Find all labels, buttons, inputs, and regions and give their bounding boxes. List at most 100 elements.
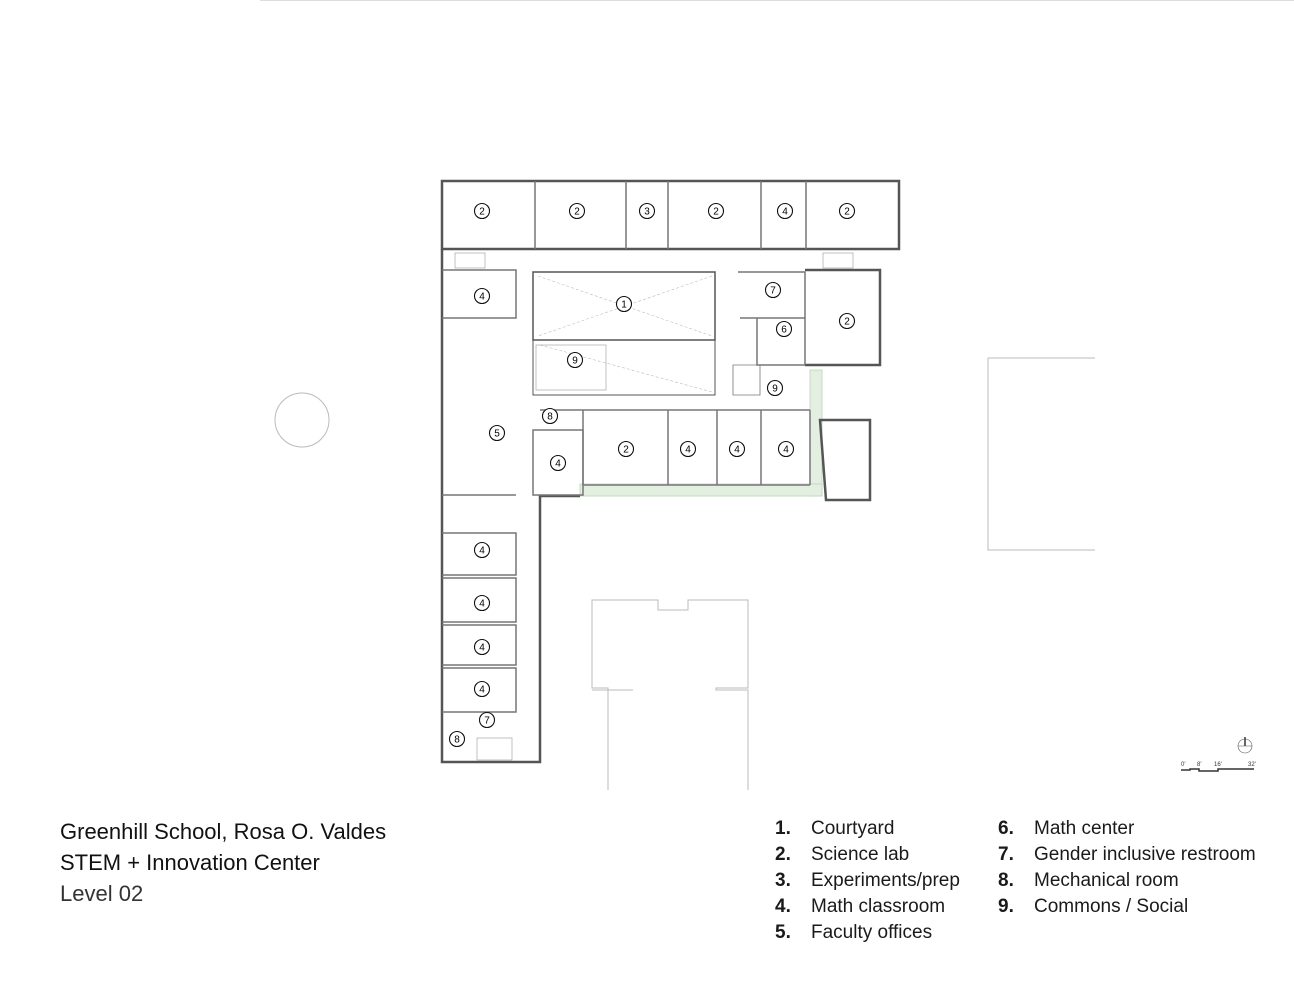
room-marker-number: 3 xyxy=(644,207,650,218)
room-marker-number: 4 xyxy=(685,445,691,456)
room-marker-circle xyxy=(488,424,506,442)
legend-number: 3. xyxy=(775,870,791,891)
legend-number: 6. xyxy=(998,818,1014,839)
room-marker-number: 2 xyxy=(479,207,485,218)
room-marker: 2 xyxy=(617,440,635,458)
neighbor-east-building xyxy=(987,357,1095,551)
scale-label: 8' xyxy=(1197,762,1201,768)
title-line-2: STEM + Innovation Center xyxy=(60,850,320,875)
legend-number: 1. xyxy=(775,818,791,839)
legend-label: Mechanical room xyxy=(1034,870,1179,891)
room-marker-number: 4 xyxy=(479,599,485,610)
stairs xyxy=(454,252,854,761)
room-marker-circle xyxy=(728,440,746,458)
room-marker-number: 2 xyxy=(623,445,629,456)
legend-column-1: 1.Courtyard 2. Science lab 3.Experiments/… xyxy=(775,816,960,946)
room-marker: 2 xyxy=(707,202,725,220)
room-markers: 2 2 3 2 4 2 4 1 7 6 2 9 9 8 5 2 4 4 4 4 4 4 4 4 7 8 xyxy=(448,202,856,748)
title-line-1: Greenhill School, Rosa O. Valdes xyxy=(60,819,387,844)
room-marker-circle xyxy=(838,312,856,330)
room-marker-number: 2 xyxy=(844,317,850,328)
room-marker: 9 xyxy=(566,351,584,369)
room-marker: 4 xyxy=(777,440,795,458)
legend-label: Commons / Social xyxy=(1034,896,1189,917)
room-marker: 5 xyxy=(488,424,506,442)
legend-label: Math center xyxy=(1034,818,1135,839)
room-marker-circle xyxy=(473,680,491,698)
room-marker-circle xyxy=(473,287,491,305)
legend-number: 8. xyxy=(998,870,1014,891)
room-marker: 4 xyxy=(473,680,491,698)
room-marker-circle xyxy=(707,202,725,220)
scale-label: 16' xyxy=(1214,762,1222,768)
room-marker-circle xyxy=(617,440,635,458)
legend-number: 2. xyxy=(775,844,791,865)
legend-item: 1.Courtyard xyxy=(775,816,960,842)
room-marker-number: 6 xyxy=(781,325,787,336)
room-marker-number: 4 xyxy=(783,445,789,456)
room-marker-number: 4 xyxy=(734,445,740,456)
legend-item: 5.Faculty offices xyxy=(775,920,960,946)
room-marker-circle xyxy=(566,351,584,369)
room-marker: 2 xyxy=(838,202,856,220)
legend-item: 4.Math classroom xyxy=(775,894,960,920)
interior-walls xyxy=(442,181,811,713)
legend-label: Math classroom xyxy=(811,896,946,917)
room-marker-circle xyxy=(776,202,794,220)
room-marker-circle xyxy=(764,281,782,299)
scale-bar: 0' 8' 16' 32' xyxy=(1181,762,1256,772)
room-marker-number: 4 xyxy=(479,546,485,557)
room-marker: 1 xyxy=(615,295,633,313)
room-marker-number: 2 xyxy=(574,207,580,218)
room-marker-circle xyxy=(473,638,491,656)
room-marker-number: 2 xyxy=(844,207,850,218)
room-marker-circle xyxy=(473,541,491,559)
room-marker-number: 7 xyxy=(770,286,776,297)
room-marker: 8 xyxy=(541,407,559,425)
room-marker: 8 xyxy=(448,730,466,748)
legend-item: 2. Science lab xyxy=(775,842,960,868)
neighbor-south-building xyxy=(591,599,749,790)
legend-label: Faculty offices xyxy=(811,922,933,943)
room-marker-number: 2 xyxy=(713,207,719,218)
room-marker: 4 xyxy=(473,594,491,612)
courtyard-diagonals xyxy=(537,275,713,393)
room-marker-number: 4 xyxy=(555,459,561,470)
room-marker-circle xyxy=(473,202,491,220)
landscape-strip xyxy=(579,369,823,497)
room-marker: 4 xyxy=(473,638,491,656)
room-marker-number: 4 xyxy=(782,207,788,218)
room-marker: 7 xyxy=(764,281,782,299)
room-marker-number: 4 xyxy=(479,292,485,303)
building-walls xyxy=(440,179,901,764)
room-marker: 2 xyxy=(568,202,586,220)
room-marker-number: 7 xyxy=(484,716,490,727)
legend-number: 7. xyxy=(998,844,1014,865)
room-marker: 3 xyxy=(638,202,656,220)
room-marker: 4 xyxy=(679,440,697,458)
room-marker: 2 xyxy=(473,202,491,220)
legend-item: 3.Experiments/prep xyxy=(775,868,960,894)
legend-item: 9.Commons / Social xyxy=(998,894,1256,920)
level-label: Level 02 xyxy=(60,881,144,906)
room-marker-circle xyxy=(766,379,784,397)
room-marker-number: 9 xyxy=(572,356,578,367)
room-marker-number: 9 xyxy=(772,384,778,395)
room-marker-circle xyxy=(777,440,795,458)
room-marker-circle xyxy=(679,440,697,458)
room-marker-circle xyxy=(615,295,633,313)
room-marker-circle xyxy=(568,202,586,220)
neighbor-round-building xyxy=(274,392,330,448)
room-marker-number: 5 xyxy=(494,429,500,440)
room-marker: 7 xyxy=(478,711,496,729)
legend-item: 8. Mechanical room xyxy=(998,868,1256,894)
legend-item: 6. Math center xyxy=(998,816,1256,842)
legend-label: Science lab xyxy=(811,844,910,865)
neighbor-buildings xyxy=(274,357,1095,790)
room-marker: 4 xyxy=(776,202,794,220)
room-marker-number: 4 xyxy=(479,643,485,654)
room-marker: 9 xyxy=(766,379,784,397)
room-marker-circle xyxy=(473,594,491,612)
room-marker-circle xyxy=(448,730,466,748)
